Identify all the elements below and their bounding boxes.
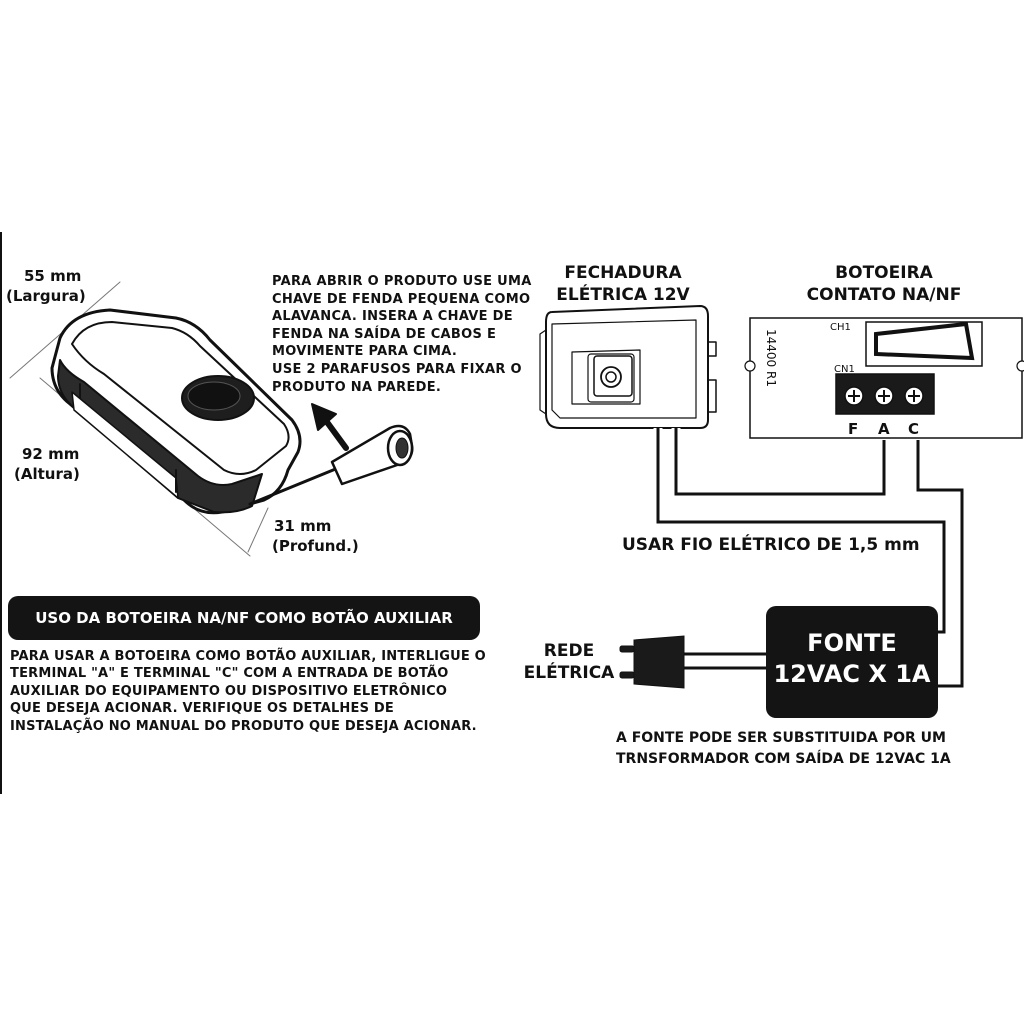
cn1-label: CN1 bbox=[834, 364, 855, 375]
wire-lock-to-supply bbox=[656, 428, 946, 634]
ch1-label: CH1 bbox=[830, 322, 851, 333]
power-supply-label-line1: FONTE bbox=[807, 629, 897, 657]
screw-terminal-a bbox=[874, 386, 894, 406]
paragraph-line: INSTALAÇÃO NO MANUAL DO PRODUTO QUE DESE… bbox=[10, 718, 477, 734]
opening-instructions: PARA ABRIR O PRODUTO USE UMA CHAVE DE FE… bbox=[272, 273, 532, 396]
height-dimension-value: 92 mm bbox=[22, 445, 80, 463]
depth-dimension-label: (Profund.) bbox=[272, 537, 359, 555]
instruction-line: FENDA NA SAÍDA DE CABOS E bbox=[272, 326, 497, 342]
depth-dimension-line bbox=[247, 507, 269, 553]
wires bbox=[653, 428, 967, 691]
button-board-title-line1: BOTOEIRA bbox=[835, 263, 933, 283]
mains-label: REDE ELÉTRICA bbox=[522, 640, 616, 684]
instruction-line: CHAVE DE FENDA PEQUENA COMO bbox=[272, 291, 531, 307]
power-supply-label-line2: 12VAC X 1A bbox=[773, 660, 931, 688]
power-supply-label: FONTE 12VAC X 1A bbox=[766, 628, 938, 690]
screw-terminal-c bbox=[904, 386, 924, 406]
width-dimension-value: 55 mm bbox=[24, 267, 82, 285]
paragraph-line: AUXILIAR DO EQUIPAMENTO OU DISPOSITIVO E… bbox=[10, 683, 448, 699]
button-board-drawing bbox=[744, 317, 1024, 439]
instruction-line: ALAVANCA. INSERA A CHAVE DE bbox=[272, 309, 513, 325]
depth-dimension-value: 31 mm bbox=[274, 517, 332, 535]
plug-icon bbox=[619, 635, 685, 689]
screwdriver-shaft bbox=[248, 466, 340, 506]
supply-note-line: A FONTE PODE SER SUBSTITUIDA POR UM bbox=[616, 730, 946, 746]
button-board-title-line2: CONTATO NA/NF bbox=[806, 285, 962, 305]
screw-terminal-f bbox=[844, 386, 864, 406]
terminal-label-f: F bbox=[848, 420, 859, 438]
instruction-line: PRODUTO NA PAREDE. bbox=[272, 379, 442, 395]
paragraph-line: TERMINAL "A" E TERMINAL "C" COM A ENTRAD… bbox=[10, 666, 449, 682]
wire-gauge-note: USAR FIO ELÉTRICO DE 1,5 mm bbox=[622, 535, 920, 555]
board-id-label: 14400 R1 bbox=[763, 329, 778, 387]
wire-terminal-c-to-supply bbox=[916, 440, 964, 688]
mains-label-line1: REDE bbox=[543, 641, 595, 661]
power-supply-box bbox=[766, 606, 938, 718]
paragraph-line: PARA USAR A BOTOEIRA COMO BOTÃO AUXILIAR… bbox=[10, 649, 486, 664]
mains-label-line2: ELÉTRICA bbox=[523, 663, 615, 683]
lock-title: FECHADURA ELÉTRICA 12V bbox=[548, 262, 698, 306]
terminal-label-a: A bbox=[878, 420, 890, 438]
supply-note-line: TRNSFORMADOR COM SAÍDA DE 12VAC 1A bbox=[616, 751, 951, 767]
button-board-title: BOTOEIRA CONTATO NA/NF bbox=[804, 262, 964, 306]
terminal-label-c: C bbox=[908, 420, 920, 438]
arrow-icon bbox=[311, 403, 337, 431]
lock-title-line1: FECHADURA bbox=[564, 263, 682, 283]
width-dimension-label: (Largura) bbox=[6, 287, 86, 305]
instruction-line: MOVIMENTE PARA CIMA. bbox=[272, 344, 458, 360]
paragraph-line: QUE DESEJA ACIONAR. VERIFIQUE OS DETALHE… bbox=[10, 701, 394, 717]
aux-section-banner: USO DA BOTOEIRA NA/NF COMO BOTÃO AUXILIA… bbox=[8, 596, 480, 640]
instruction-line: USE 2 PARAFUSOS PARA FIXAR O bbox=[272, 361, 522, 377]
electric-lock-drawing bbox=[539, 305, 717, 429]
aux-section-paragraph: PARA USAR A BOTOEIRA COMO BOTÃO AUXILIAR… bbox=[10, 648, 486, 735]
wire-lock-to-terminal-a bbox=[674, 428, 886, 496]
left-border-line bbox=[0, 232, 2, 794]
mains-cable bbox=[684, 652, 766, 670]
lock-title-line2: ELÉTRICA 12V bbox=[556, 285, 690, 305]
height-dimension-label: (Altura) bbox=[14, 465, 80, 483]
product-illustration bbox=[9, 281, 414, 557]
instruction-line: PARA ABRIR O PRODUTO USE UMA bbox=[272, 274, 532, 289]
supply-substitution-note: A FONTE PODE SER SUBSTITUIDA POR UM TRNS… bbox=[616, 728, 951, 770]
